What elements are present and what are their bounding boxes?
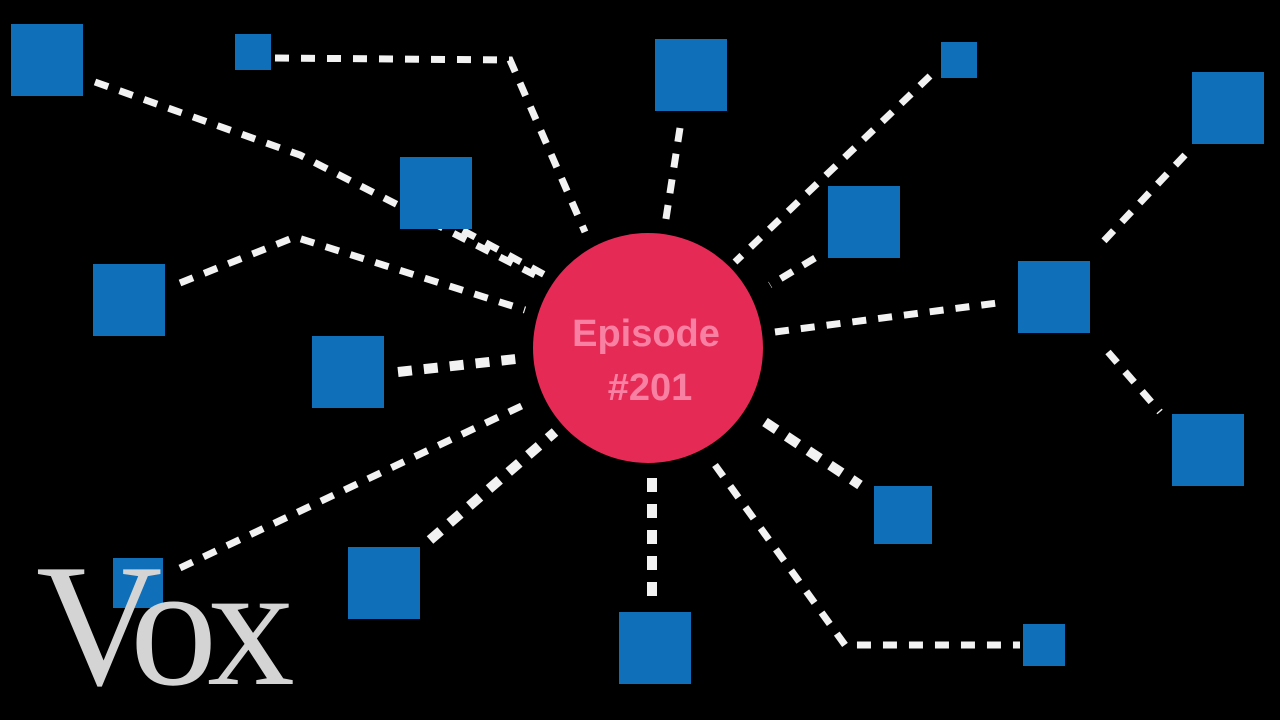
connectors	[93, 54, 1188, 649]
node-square	[348, 547, 420, 619]
node-square	[93, 264, 165, 336]
connector	[438, 214, 547, 279]
node-square	[1023, 624, 1065, 666]
node-square	[11, 24, 83, 96]
node-square	[400, 157, 472, 229]
connector	[732, 73, 933, 265]
node-square	[619, 612, 691, 684]
connector	[178, 398, 532, 572]
connector	[274, 54, 589, 234]
connector	[178, 233, 527, 314]
node-square	[655, 39, 727, 111]
connector	[1097, 152, 1188, 248]
connector	[397, 353, 526, 377]
node-square	[941, 42, 977, 78]
hub-circle	[533, 233, 763, 463]
hub: Episode #201	[533, 233, 763, 463]
node-square	[113, 558, 163, 608]
connector	[661, 127, 684, 226]
connector	[762, 417, 863, 490]
connector	[426, 428, 559, 544]
node-square	[1172, 414, 1244, 486]
connector	[712, 462, 1020, 649]
connector	[1105, 349, 1163, 415]
node-square	[235, 34, 271, 70]
node-square	[312, 336, 384, 408]
nodes	[11, 24, 1264, 684]
node-square	[1018, 261, 1090, 333]
vox-logo: Vox	[36, 528, 293, 720]
connector	[93, 78, 537, 279]
connector	[774, 298, 1006, 336]
connector	[768, 254, 817, 289]
hub-title: Episode	[572, 313, 720, 355]
node-square	[828, 186, 900, 258]
hub-episode-number: #201	[608, 367, 693, 409]
node-square	[874, 486, 932, 544]
node-square	[1192, 72, 1264, 144]
